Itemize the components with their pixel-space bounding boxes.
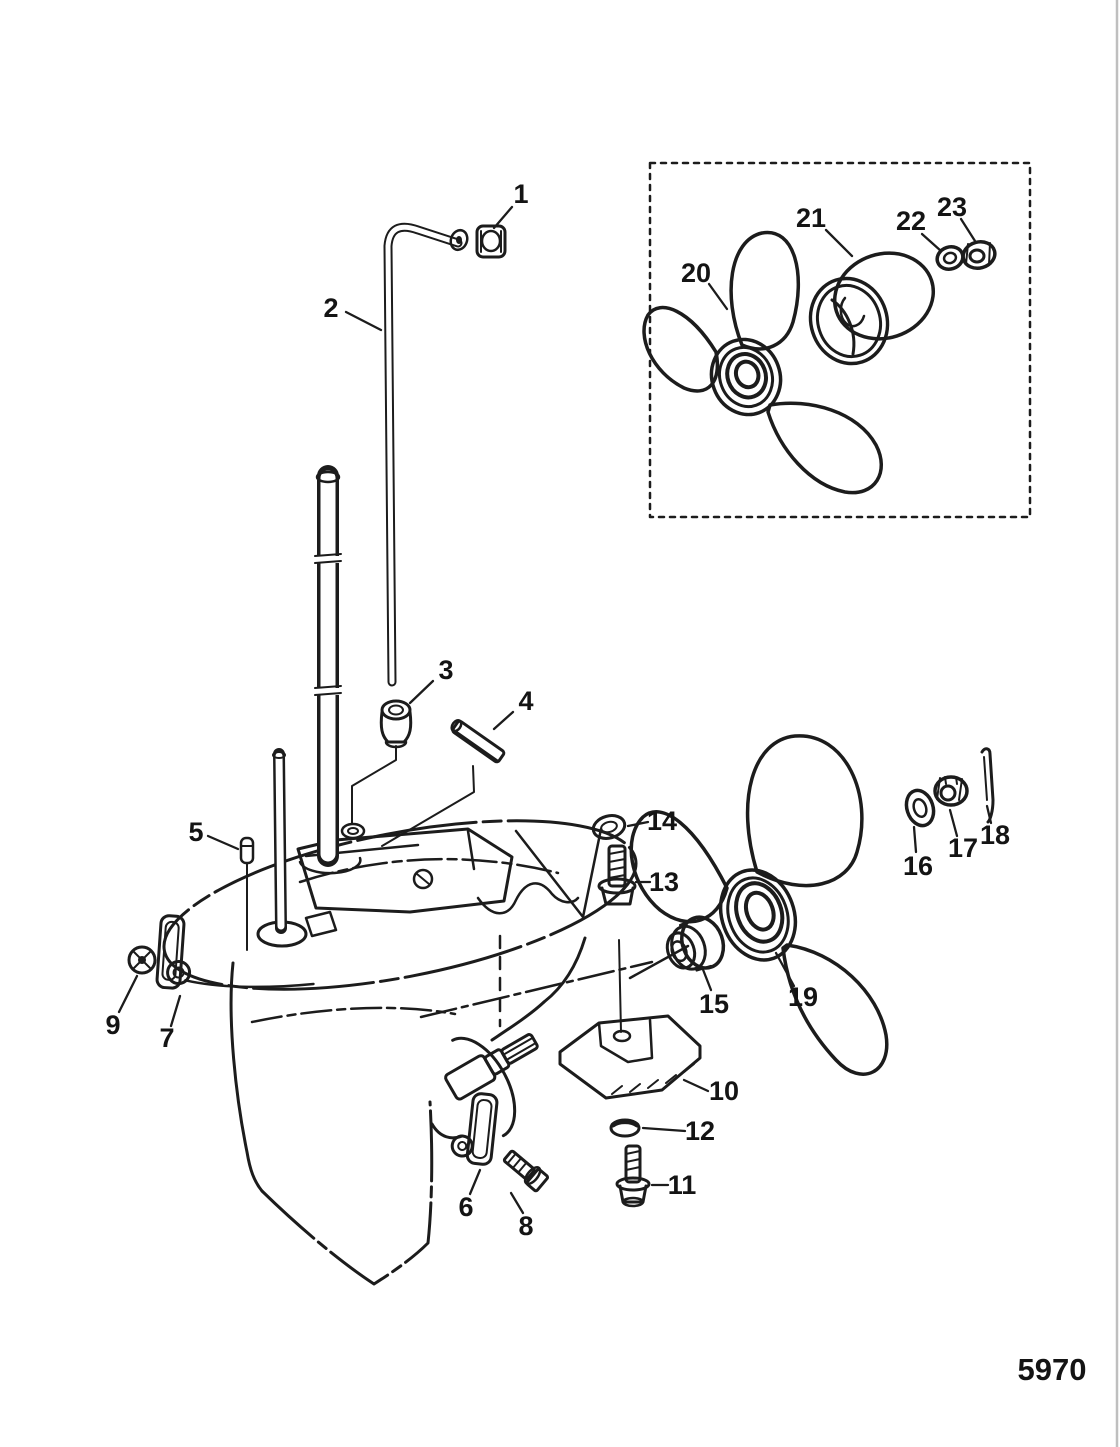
callout-23: 23 <box>937 192 967 222</box>
callout-leader-8 <box>509 1191 525 1215</box>
callout-leader-18 <box>985 804 993 825</box>
washer-16 <box>904 788 936 828</box>
shift-shaft <box>272 748 287 934</box>
washer-14 <box>591 814 627 840</box>
callout-leader-4 <box>492 710 515 731</box>
callout-leader-12 <box>641 1126 687 1133</box>
callout-18: 18 <box>980 820 1010 850</box>
callout-9: 9 <box>105 1010 120 1040</box>
figure-number: 5970 <box>1018 1352 1087 1387</box>
water-tube <box>383 222 469 687</box>
callout-10: 10 <box>709 1076 739 1106</box>
callout-11: 11 <box>668 1170 697 1200</box>
grommet-1 <box>475 224 507 259</box>
callout-leader-2 <box>344 310 383 332</box>
callout-13: 13 <box>649 867 679 897</box>
callout-leader-1 <box>492 205 514 230</box>
callout-19: 19 <box>788 982 818 1012</box>
anode-plate-6 <box>450 1092 499 1166</box>
callout-leader-9 <box>117 974 139 1014</box>
callout-14: 14 <box>647 806 677 836</box>
callout-8: 8 <box>518 1211 533 1241</box>
callout-leader-20 <box>707 282 729 311</box>
callout-2: 2 <box>323 293 338 323</box>
callout-12: 12 <box>685 1116 715 1146</box>
callout-leader-15 <box>700 965 713 992</box>
callout-leader-19 <box>774 951 796 988</box>
callout-5: 5 <box>188 817 203 847</box>
anode-plate-7 <box>155 914 192 990</box>
callout-leader-3 <box>408 679 435 705</box>
callout-leader-16 <box>912 825 918 854</box>
inset-propeller-20 <box>642 230 883 495</box>
drive-key-4 <box>450 719 506 764</box>
drive-shaft <box>314 465 366 867</box>
callout-leader-14 <box>626 820 650 828</box>
inset-hub-21 <box>808 251 936 366</box>
propeller-19 <box>629 734 889 1076</box>
castle-nut-17 <box>933 775 969 807</box>
dowel-pin-5 <box>239 836 255 865</box>
callout-16: 16 <box>903 851 933 881</box>
bolt-13 <box>597 844 637 906</box>
inset-detail-box <box>642 161 1032 519</box>
callout-22: 22 <box>896 206 926 236</box>
callout-15: 15 <box>699 989 729 1019</box>
callout-leader-21 <box>824 228 854 258</box>
projection-lines <box>246 745 690 1033</box>
callout-20: 20 <box>681 258 711 288</box>
callout-leader-17 <box>948 808 959 838</box>
anode-10 <box>558 1014 702 1100</box>
gear-housing <box>162 819 638 1286</box>
callout-7: 7 <box>159 1023 174 1053</box>
callout-leader-23 <box>959 217 977 243</box>
callout-6: 6 <box>458 1192 473 1222</box>
propeller-shaft <box>444 1033 539 1101</box>
callout-17: 17 <box>948 833 978 863</box>
bolt-8 <box>502 1149 550 1193</box>
bolt-11 <box>615 1144 651 1208</box>
inset-nut-23 <box>961 240 997 270</box>
callout-21: 21 <box>796 203 826 233</box>
callout-leader-7 <box>169 994 182 1028</box>
callout-1: 1 <box>513 179 528 209</box>
callout-leader-10 <box>682 1078 710 1093</box>
washer-12 <box>609 1118 641 1138</box>
nut-9 <box>127 945 157 975</box>
thrust-hub-15 <box>665 915 726 972</box>
callout-4: 4 <box>518 686 533 716</box>
callout-leader-22 <box>920 232 943 253</box>
callout-3: 3 <box>438 655 453 685</box>
callout-leader-6 <box>468 1168 482 1196</box>
grommet-3 <box>379 699 413 749</box>
callout-leader-5 <box>206 834 240 851</box>
